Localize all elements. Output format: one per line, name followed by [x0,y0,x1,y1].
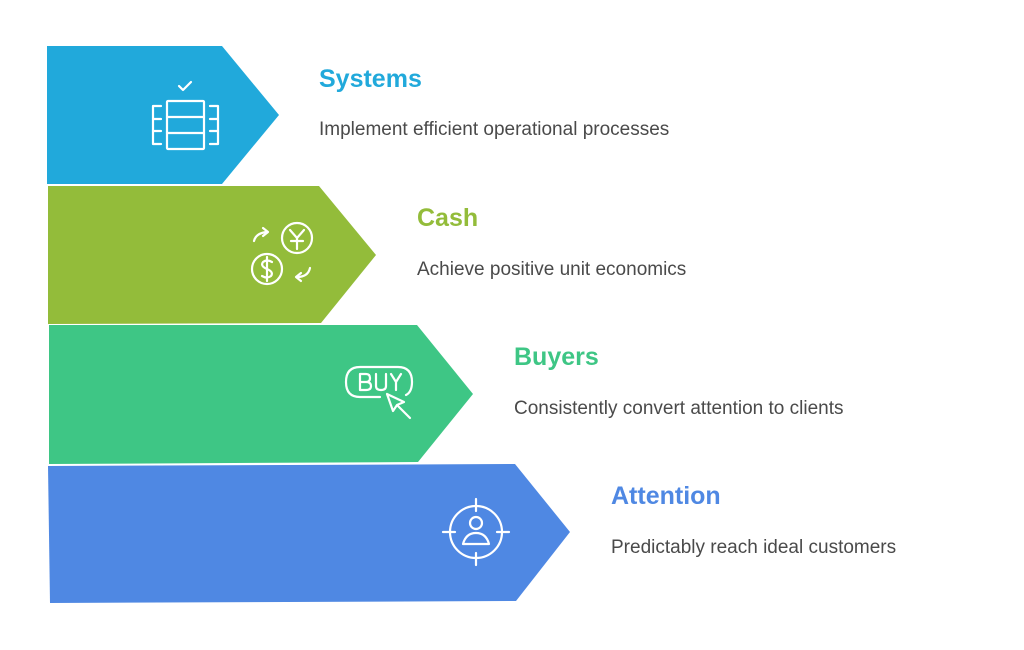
step-attention [48,464,570,603]
step-description-cash: Achieve positive unit economics [417,259,687,280]
systems-arrow-shape [47,46,279,184]
currency-exchange-icon [250,221,314,286]
server-rack-check-icon [151,80,220,151]
step-title-attention: Attention [611,482,721,510]
step-description-attention: Predictably reach ideal customers [611,537,897,558]
attention-arrow-shape [48,464,570,603]
step-title-cash: Cash [417,204,479,232]
step-description-systems: Implement efficient operational processe… [319,119,670,140]
buy-button-cursor-icon [344,365,414,420]
buyers-arrow-shape [49,325,473,464]
step-systems [47,46,279,184]
step-title-buyers: Buyers [514,343,599,371]
step-buyers [49,325,473,464]
step-title-systems: Systems [319,65,422,93]
step-description-buyers: Consistently convert attention to client… [514,398,844,419]
cash-arrow-shape [48,186,376,324]
step-cash [48,186,376,324]
target-user-icon [441,497,511,567]
